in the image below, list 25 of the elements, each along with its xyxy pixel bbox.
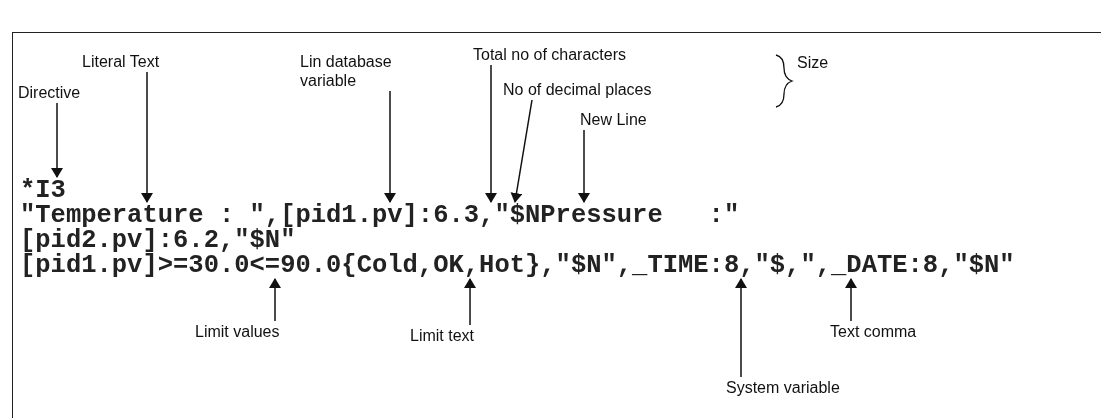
annotation-label: No of decimal places (503, 80, 652, 99)
code-line: [pid1.pv]>=30.0<=90.0{Cold,OK,Hot},"$N",_TIME:8,"$,",_DATE:8,"$N" (20, 253, 1015, 278)
annotation-label: Literal Text (82, 52, 160, 71)
annotation-label: System variable (726, 378, 840, 397)
annotation-label: Total no of characters (473, 45, 626, 64)
leader-arrow (141, 71, 153, 203)
leader-arrow (510, 99, 533, 203)
annotation-label: New Line (580, 110, 647, 129)
leader-arrow (464, 278, 476, 326)
code-line: "Temperature : ",[pid1.pv]:6.3,"$NPressure :" (20, 203, 740, 228)
annotation-label: Limit text (410, 326, 474, 345)
annotation-label: Limit values (195, 322, 280, 341)
leader-arrow (51, 102, 63, 178)
leader-arrow (384, 90, 396, 203)
annotation-label: Lin database variable (300, 52, 420, 90)
leader-arrow (269, 278, 281, 322)
leader-arrow (578, 129, 590, 203)
leader-arrow (735, 278, 747, 378)
annotation-label: Directive (18, 83, 81, 102)
leader-arrow (845, 278, 857, 322)
size-label: Size (797, 53, 829, 72)
annotation-label: Text comma (830, 322, 917, 341)
leader-arrow (485, 64, 497, 203)
code-line: *I3 (20, 178, 66, 203)
code-line: [pid2.pv]:6.2,"$N" (20, 228, 296, 253)
